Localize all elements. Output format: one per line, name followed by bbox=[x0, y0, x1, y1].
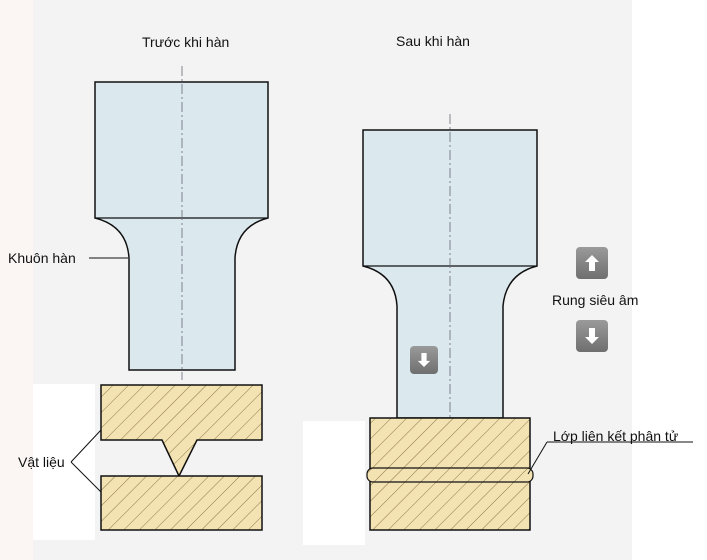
title-before: Trước khi hàn bbox=[142, 34, 230, 50]
background-left-strip bbox=[0, 0, 33, 560]
white-backdrop-right bbox=[303, 421, 365, 545]
label-bond-layer: Lớp liên kết phân tử bbox=[553, 428, 679, 444]
label-material: Vật liệu bbox=[18, 454, 65, 470]
horn-before bbox=[94, 66, 269, 380]
label-vibration: Rung siêu âm bbox=[552, 292, 639, 308]
material-after bbox=[366, 417, 534, 531]
arrow-down-icon bbox=[576, 320, 608, 352]
title-after: Sau khi hàn bbox=[396, 33, 470, 49]
white-backdrop-left bbox=[33, 384, 95, 540]
label-horn: Khuôn hàn bbox=[8, 250, 76, 266]
leader-lines bbox=[70, 257, 693, 493]
horn-after bbox=[362, 114, 538, 428]
material-before bbox=[100, 384, 263, 531]
arrow-up-icon bbox=[576, 247, 608, 279]
press-down-icon bbox=[410, 346, 438, 374]
